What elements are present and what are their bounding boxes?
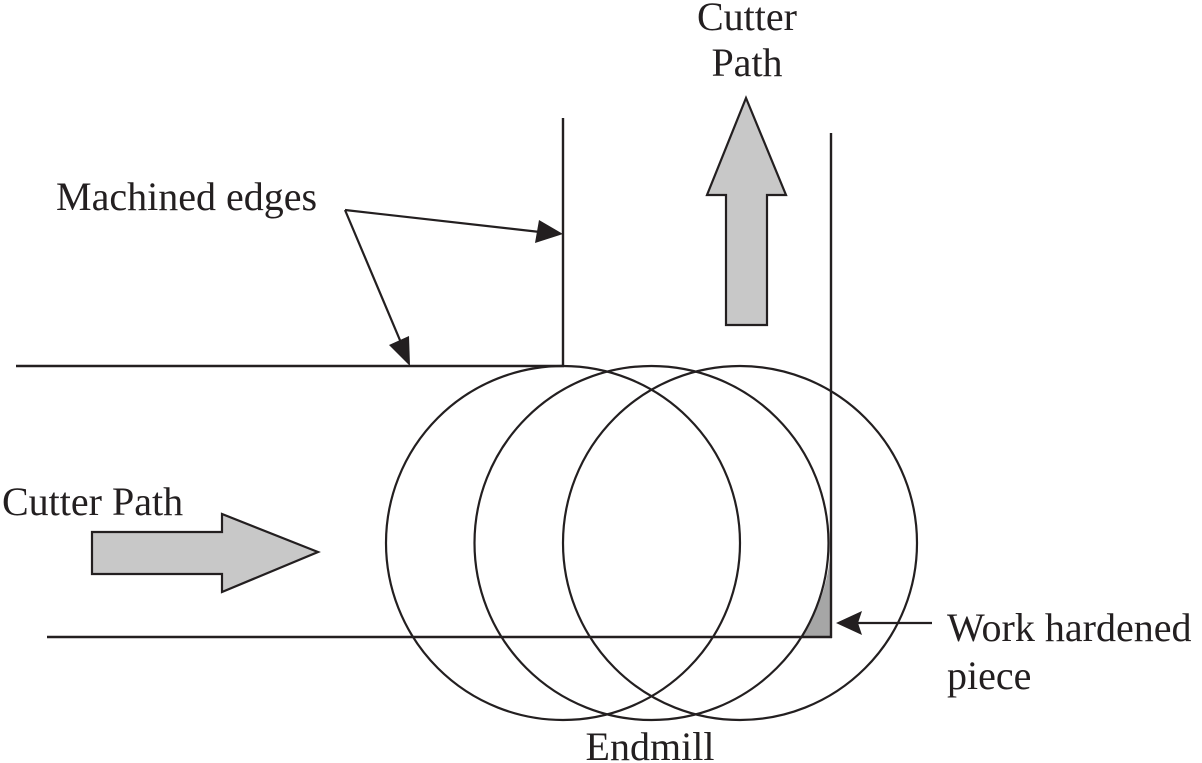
machined-edges-label: Machined edges xyxy=(56,174,317,219)
work-hardened-region xyxy=(801,543,831,637)
cutter-path-vertical-label-line1: Cutter xyxy=(697,0,797,39)
machined-edges-arrowhead-horizontal-icon xyxy=(389,336,410,366)
work-hardened-arrowhead-icon xyxy=(836,611,862,635)
cutter-path-up-arrow-icon xyxy=(705,95,788,327)
work-hardened-label-line2: piece xyxy=(947,653,1031,698)
endmill-circles xyxy=(384,364,919,722)
cutter-path-vertical-label-line2: Path xyxy=(711,40,782,85)
endmill-label: Endmill xyxy=(586,724,715,763)
work-hardened-label-line1: Work hardened xyxy=(947,605,1191,650)
endmill-circle-position-1 xyxy=(384,364,742,722)
machined-edges-leader-to-vertical xyxy=(344,208,541,234)
cutter-path-horizontal-label: Cutter Path xyxy=(2,479,183,524)
cutter-path-right-arrow-icon xyxy=(90,512,321,594)
endmill-circle-position-3 xyxy=(561,364,919,722)
endmill-circle-position-2 xyxy=(473,364,830,722)
machined-edges-leader-to-horizontal xyxy=(343,209,404,346)
machined-edges-arrowhead-vertical-icon xyxy=(535,220,563,243)
